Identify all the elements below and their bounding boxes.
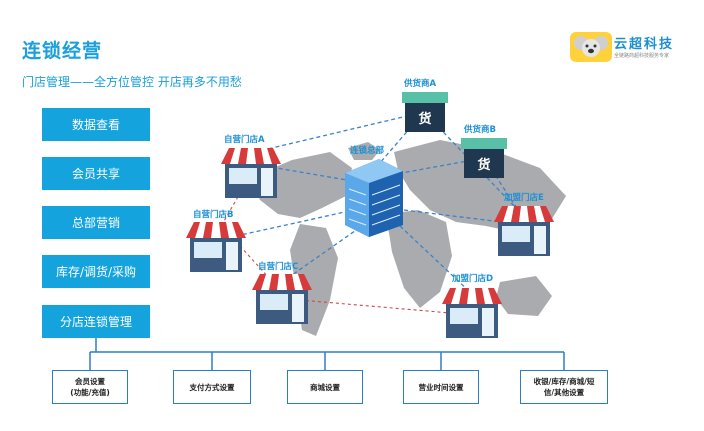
store-a-icon xyxy=(221,148,281,198)
brand-tagline: 全链路商超科技服务专家 xyxy=(614,53,670,59)
page-title: 连锁经营 xyxy=(22,40,103,62)
supplier-a: 货 xyxy=(402,92,448,132)
store-d-icon xyxy=(442,288,502,338)
setting-payment-label: 支付方式设置 xyxy=(189,382,235,392)
setting-member-line2: (功能/充值) xyxy=(70,388,110,397)
supplier-a-glyph: 货 xyxy=(405,103,445,132)
store-e-label: 加盟门店E xyxy=(504,193,544,203)
supplier-b-label: 供货商B xyxy=(464,125,496,135)
brand-logo: 云超科技 全链路商超科技服务专家 xyxy=(570,30,680,64)
setting-hours-label: 营业时间设置 xyxy=(418,382,464,392)
brand-name: 云超科技 xyxy=(614,37,675,52)
feature-hq-marketing[interactable]: 总部营销 xyxy=(42,206,150,239)
setting-mall-label: 商城设置 xyxy=(310,382,340,392)
feature-data-view[interactable]: 数据查看 xyxy=(42,108,150,141)
setting-member-line1: 会员设置 xyxy=(74,377,105,386)
store-b-icon xyxy=(186,222,246,272)
hq-label: 连锁总部 xyxy=(350,146,385,156)
setting-other[interactable]: 收银/库存/商城/短信/其他设置 xyxy=(520,370,608,404)
hq-building-icon xyxy=(345,159,403,237)
setting-other-line1: 收银/库存/商城/短 xyxy=(533,377,595,386)
world-map xyxy=(250,140,566,336)
setting-business-hours[interactable]: 营业时间设置 xyxy=(403,370,479,404)
supplier-a-roof xyxy=(402,92,448,103)
supplier-a-label: 供货商A xyxy=(404,79,437,89)
koala-icon xyxy=(570,32,612,62)
setting-mall[interactable]: 商城设置 xyxy=(287,370,363,404)
store-b-label: 自营门店B xyxy=(193,210,234,220)
supplier-b-roof xyxy=(461,138,507,149)
setting-payment[interactable]: 支付方式设置 xyxy=(173,370,251,404)
connector-tree xyxy=(89,338,565,370)
setting-other-line2: 信/其他设置 xyxy=(543,388,585,397)
feature-branch-management[interactable]: 分店连锁管理 xyxy=(42,305,150,338)
feature-inventory[interactable]: 库存/调货/采购 xyxy=(42,255,150,288)
store-d-label: 加盟门店D xyxy=(452,274,494,284)
supplier-b-glyph: 货 xyxy=(464,149,504,178)
store-a-label: 自营门店A xyxy=(224,135,265,145)
setting-member[interactable]: 会员设置 (功能/充值) xyxy=(52,370,128,404)
feature-member-share[interactable]: 会员共享 xyxy=(42,157,150,190)
page-subtitle: 门店管理——全方位管控 开店再多不用愁 xyxy=(22,75,242,89)
store-c-icon xyxy=(252,274,312,324)
store-e-icon xyxy=(494,206,554,256)
store-c-label: 自营门店C xyxy=(258,262,299,272)
supplier-b: 货 xyxy=(461,138,507,178)
